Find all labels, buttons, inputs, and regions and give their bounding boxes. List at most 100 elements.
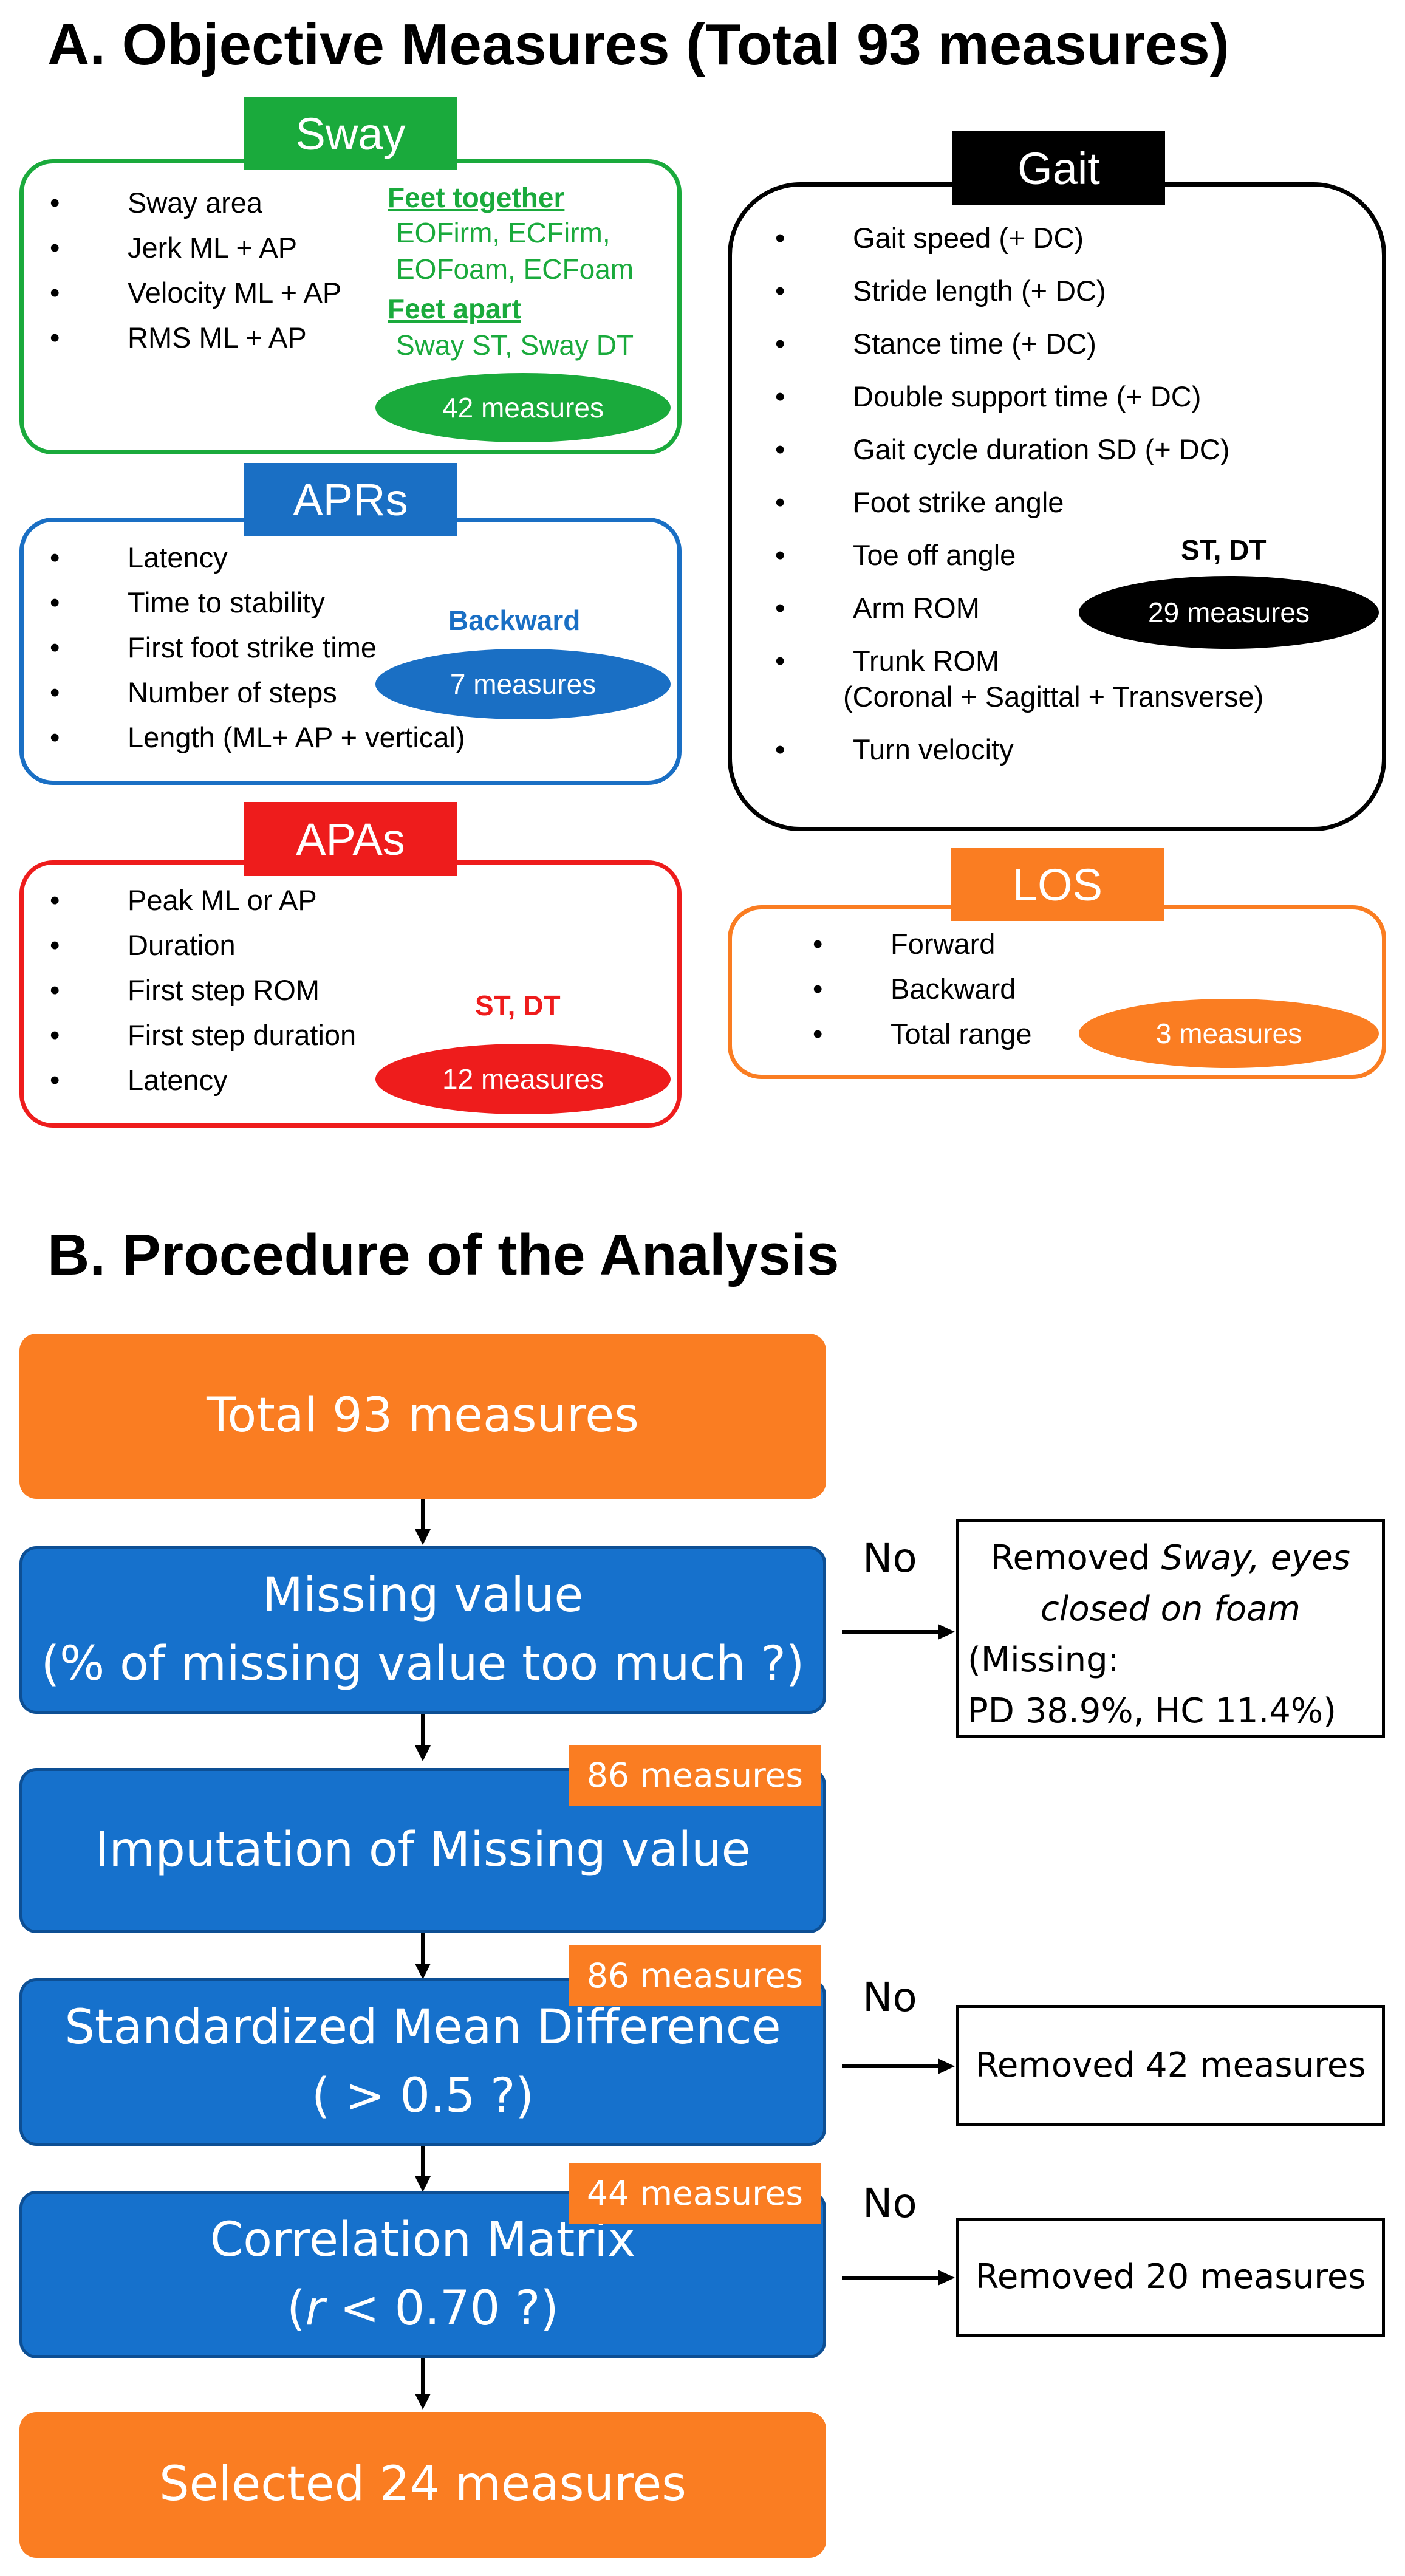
flow-connector [421,2146,425,2177]
list-item: Total range [813,1019,1031,1048]
section-a-title: A. Objective Measures (Total 93 measures… [47,12,1229,77]
list-item: First foot strike time [50,633,465,662]
list-item: Backward [813,975,1032,1003]
flow-step-total-text: Total 93 measures [207,1388,639,1444]
flow-step-selected-text: Selected 24 measures [159,2457,686,2512]
removed-missing-italic-1: Sway, eyes [1161,1538,1350,1578]
list-item: Length (ML+ AP + vertical) [50,723,465,752]
sway-item-list: Sway area Jerk ML + AP Velocity ML + AP … [50,188,341,352]
flow-step-smd-title: Standardized Mean Difference [64,1999,781,2055]
removed-missing-line2: closed on foam [971,1584,1370,1635]
flow-arrowhead [415,1745,431,1761]
list-item: Jerk ML + AP [50,233,341,262]
flow-step-total: Total 93 measures [19,1334,826,1499]
list-item: Turn velocity [775,735,1263,764]
removed-missing-line1: Removed Sway, eyes [971,1533,1370,1584]
flow-connector [421,1499,425,1530]
removed-smd-box: Removed 42 measures [956,2005,1385,2126]
apas-condition: ST, DT [475,990,561,1021]
gait-item-list: Gait speed (+ DC) Stride length (+ DC) S… [775,224,1263,764]
list-item: Gait cycle duration SD (+ DC) [775,435,1263,464]
gait-count-badge: 29 measures [1079,576,1379,649]
aprs-item-list: Latency Time to stability First foot str… [50,543,465,752]
flow-step-missing-title: Missing value [262,1567,584,1623]
apas-item-list: Peak ML or AP Duration First step ROM Fi… [50,886,356,1094]
list-item: Sway area [50,188,341,217]
list-item: First step duration [50,1021,356,1049]
apas-count-badge: 12 measures [375,1044,671,1114]
list-item: Velocity ML + AP [50,278,341,307]
feet-apart-heading: Feet apart [388,293,521,324]
aprs-count-badge: 7 measures [375,649,671,719]
corr-open-paren: ( [287,2281,306,2336]
no-label-missing: No [863,1535,917,1581]
removed-corr-box: Removed 20 measures [956,2218,1385,2337]
gait-condition: ST, DT [1181,534,1267,566]
list-item: Stance time (+ DC) [775,329,1263,358]
flow-connector [421,1933,425,1965]
corr-r-symbol: r [305,2281,325,2336]
correlation-count-tag: 44 measures [569,2163,821,2224]
branch-arrowhead [938,2270,955,2286]
list-item: Toe off angle [775,541,1263,569]
list-item: Trunk ROM [775,646,1263,675]
los-count-badge: 3 measures [1079,999,1379,1068]
branch-connector [842,2064,939,2068]
branch-connector [842,2276,939,2280]
branch-arrowhead [938,2058,955,2074]
imputation-count-tag: 86 measures [569,1745,821,1806]
branch-arrowhead [938,1624,955,1640]
sway-label: Sway [244,97,457,170]
feet-together-heading: Feet together [388,182,565,213]
apas-label: APAs [244,802,457,876]
feet-apart-conditions: Sway ST, Sway DT [396,329,634,361]
no-label-correlation: No [863,2180,917,2227]
smd-count-tag: 86 measures [569,1945,821,2006]
list-item: Gait speed (+ DC) [775,224,1263,252]
list-item: Duration [50,931,356,959]
flow-connector [421,2358,425,2395]
flow-step-smd-question: ( > 0.5 ?) [311,2069,535,2123]
flow-arrowhead [415,2176,431,2192]
flow-arrowhead [415,1964,431,1979]
flow-step-missing-question: (% of missing value too much ?) [41,1637,805,1691]
removed-missing-box: Removed Sway, eyes closed on foam (Missi… [956,1519,1385,1738]
list-item: Stride length (+ DC) [775,276,1263,305]
branch-connector [842,1630,939,1634]
flow-arrowhead [415,1529,431,1545]
list-item: Arm ROM [775,594,1263,622]
feet-together-conditions-2: EOFoam, ECFoam [396,253,634,285]
removed-corr-text: Removed 20 measures [975,2257,1366,2297]
list-item: Double support time (+ DC) [775,382,1263,411]
list-item: Peak ML or AP [50,886,356,914]
feet-together-conditions-1: EOFirm, ECFirm, [396,217,610,248]
flow-step-missing: Missing value (% of missing value too mu… [19,1546,826,1714]
removed-smd-text: Removed 42 measures [975,2046,1366,2085]
list-item: Time to stability [50,588,465,617]
list-item: RMS ML + AP [50,323,341,352]
list-item: Forward [813,930,1032,958]
no-label-smd: No [863,1974,917,2021]
list-item: Latency [50,543,465,572]
los-item-list: Forward Backward Total range [813,930,1032,1048]
list-item: Foot strike angle [775,488,1263,516]
removed-missing-line3: (Missing: [968,1640,1120,1680]
list-item: Number of steps [50,678,465,707]
trunk-rom-planes: (Coronal + Sagittal + Transverse) [843,680,1264,713]
aprs-condition: Backward [448,605,581,636]
flow-step-correlation-title: Correlation Matrix [210,2212,636,2267]
sway-count-badge: 42 measures [375,373,671,442]
flow-step-selected: Selected 24 measures [19,2412,826,2558]
flow-connector [421,1714,425,1747]
removed-missing-line4: PD 38.9%, HC 11.4%) [968,1691,1336,1731]
removed-missing-prefix: Removed [991,1538,1161,1578]
flow-step-correlation-question: (r < 0.70 ?) [287,2275,559,2343]
corr-threshold: < 0.70 ?) [324,2281,559,2336]
flow-arrowhead [415,2394,431,2410]
list-item: Latency [50,1066,356,1094]
aprs-label: APRs [244,463,457,536]
section-b-title: B. Procedure of the Analysis [47,1222,839,1287]
flow-step-imputation-text: Imputation of Missing value [95,1823,751,1878]
gait-label: Gait [952,131,1165,205]
list-item: First step ROM [50,976,356,1004]
